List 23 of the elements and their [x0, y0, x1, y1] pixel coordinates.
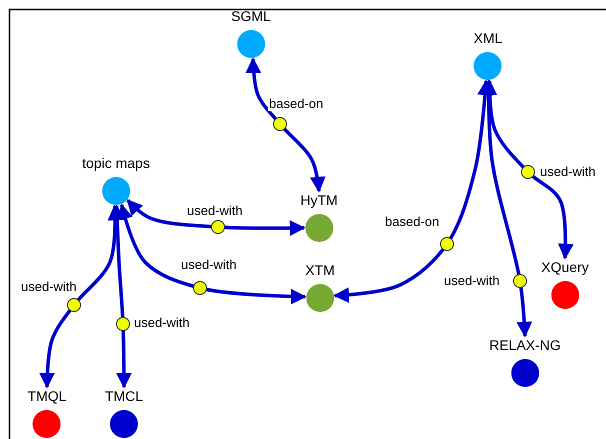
edge-label: based-on: [384, 215, 440, 229]
edge-label: used-with: [186, 204, 244, 218]
arrow: [109, 204, 132, 389]
edge-label: used-with: [180, 258, 238, 272]
arrow: [246, 57, 326, 193]
edge-label: used-with: [133, 316, 191, 330]
node-label: SGML: [231, 8, 271, 24]
node-label: XQuery: [541, 259, 589, 275]
node-label: TMQL: [28, 388, 66, 404]
node-label: XML: [474, 30, 502, 46]
edge-label: based-on: [268, 97, 324, 111]
edge-label: used-with: [539, 165, 597, 179]
node-label: TMCL: [104, 388, 144, 404]
node-label: RELAX-NG: [489, 337, 561, 353]
arrow: [333, 79, 493, 303]
edge-label: used-with: [443, 274, 501, 288]
arrow: [126, 199, 306, 236]
node-label: topic maps: [82, 155, 150, 171]
arrow: [117, 203, 307, 304]
node-label: HyTM: [300, 192, 338, 208]
edge-label: used-with: [20, 280, 78, 294]
node-label: XTM: [305, 262, 335, 278]
arrow: [480, 79, 532, 338]
